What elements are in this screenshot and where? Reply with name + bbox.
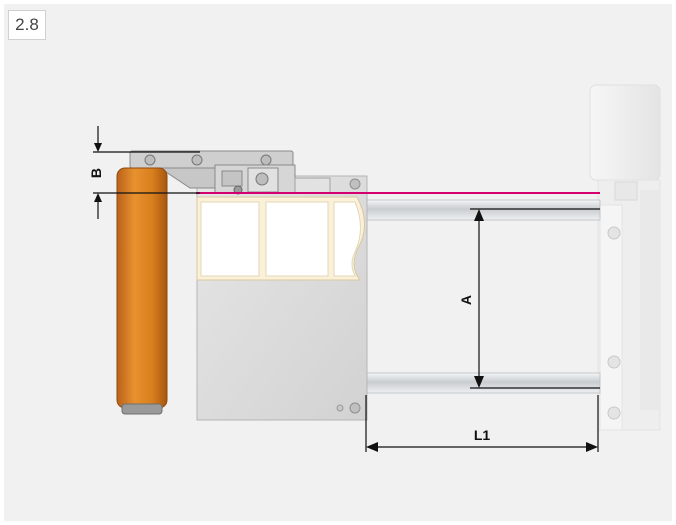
upper-rod [364,199,601,221]
label [200,201,260,277]
orange-roller [116,167,168,415]
dimension-a-label: A [458,295,474,305]
guide-rods [364,199,601,394]
label [333,201,361,277]
dimension-a: A [458,208,600,389]
dimension-l1-label: L1 [474,427,491,443]
label-liner [196,196,365,281]
roller-bracket [129,150,331,195]
figure-number: 2.8 [8,10,46,40]
dimension-l1: L1 [365,395,599,452]
dimension-b-label: B [88,168,104,178]
dimension-b: B [88,126,200,219]
label [265,201,329,277]
machine-head [589,84,661,431]
